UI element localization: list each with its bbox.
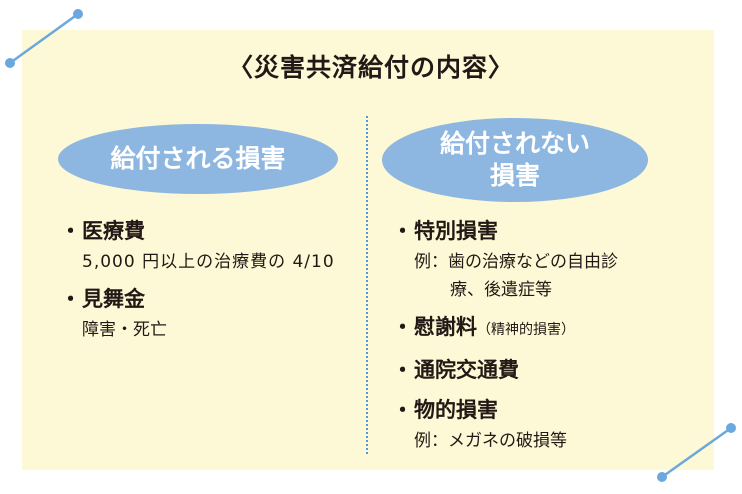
- list-item-consolation-payment: ・慰謝料（精神的損害）: [392, 310, 692, 347]
- list-item-transport-cost: ・通院交通費: [392, 353, 692, 387]
- item-note: （精神的損害）: [477, 322, 575, 338]
- item-heading: 医療費: [82, 219, 145, 243]
- bullet: ・: [392, 315, 413, 339]
- top-left-pin-line: [9, 12, 79, 65]
- item-detail: 例：歯の治療などの自由診療、後遺症等: [414, 248, 692, 304]
- bullet: ・: [60, 219, 81, 243]
- item-detail-line: 例：歯の治療などの自由診: [414, 252, 618, 272]
- bullet: ・: [392, 219, 413, 243]
- list-item-medical-expenses: ・医療費 5,000 円以上の治療費の 4/10: [60, 214, 350, 276]
- bullet: ・: [60, 287, 81, 311]
- item-detail: 例：メガネの破損等: [414, 431, 567, 451]
- item-heading: 物的損害: [414, 398, 498, 422]
- item-heading: 特別損害: [414, 219, 498, 243]
- list-item-special-damage: ・特別損害 例：歯の治療などの自由診療、後遺症等: [392, 214, 692, 304]
- covered-damage-list: ・医療費 5,000 円以上の治療費の 4/10 ・見舞金 障害・死亡: [60, 214, 350, 350]
- item-heading: 慰謝料: [414, 315, 477, 339]
- bullet: ・: [392, 398, 413, 422]
- bottom-right-pin-dot: [657, 472, 667, 482]
- item-heading: 通院交通費: [414, 358, 519, 382]
- top-left-pin-dot: [5, 58, 15, 68]
- list-item-consolation-money: ・見舞金 障害・死亡: [60, 282, 350, 344]
- top-left-pin-dot: [73, 9, 83, 19]
- bullet: ・: [392, 358, 413, 382]
- content-panel: [22, 30, 714, 470]
- column-divider: [366, 116, 368, 454]
- list-item-property-damage: ・物的損害 例：メガネの破損等: [392, 393, 692, 455]
- item-detail: 5,000 円以上の治療費の 4/10: [82, 252, 335, 272]
- page-title: 〈災害共済給付の内容〉: [227, 53, 514, 82]
- bottom-right-pin-dot: [726, 423, 736, 433]
- covered-damage-header: 給付される損害: [58, 124, 338, 194]
- item-detail: 障害・死亡: [82, 320, 167, 340]
- item-heading: 見舞金: [82, 287, 145, 311]
- item-detail-line: 療、後遺症等: [450, 280, 552, 300]
- not-covered-damage-header: 給付されない 損害: [382, 118, 648, 202]
- bottom-right-pin-line: [661, 426, 732, 479]
- not-covered-damage-list: ・特別損害 例：歯の治療などの自由診療、後遺症等 ・慰謝料（精神的損害） ・通院…: [392, 214, 692, 461]
